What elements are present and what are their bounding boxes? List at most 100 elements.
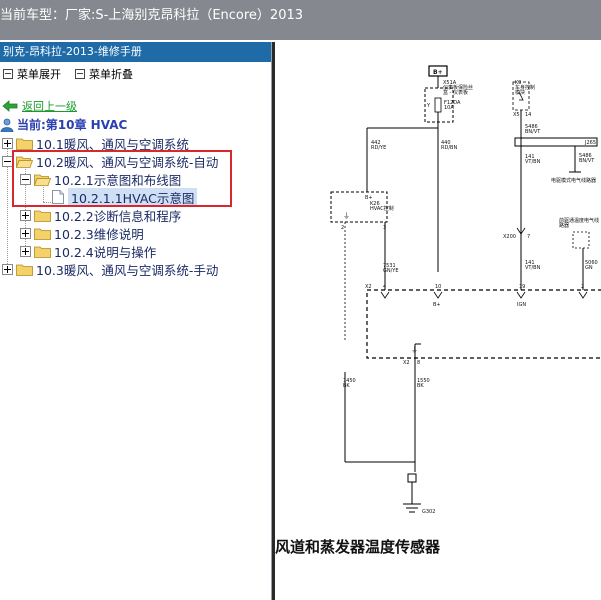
diagram-label: BN/VT	[579, 158, 595, 164]
expand-toggle-icon[interactable]	[20, 245, 31, 257]
folder-icon	[34, 228, 51, 240]
tree-item-10-2[interactable]: 10.2暖风、通风与空调系统-自动	[2, 152, 218, 170]
diagram-label: RD/YE	[371, 145, 386, 151]
nav-toolbar: 菜单展开 菜单折叠	[0, 64, 271, 82]
diagram-label: BN/VT	[525, 129, 541, 135]
current-chapter-label: 当前:第10章 HVAC	[17, 118, 128, 132]
diagram-label: GN/YE	[383, 268, 399, 274]
diagram-label: 141	[525, 154, 535, 160]
folder-icon	[16, 138, 33, 150]
fuse-box	[424, 87, 454, 123]
diagram-label: B+	[365, 195, 373, 201]
fuse-icon	[434, 97, 442, 113]
diagram-label: 路器	[559, 222, 569, 229]
diagram-label: 5486	[525, 124, 538, 130]
diagram-label: 14	[525, 112, 531, 118]
diagram-label: HVAC控制	[370, 205, 394, 212]
tree-item-10-2-4[interactable]: 10.2.4说明与操作	[20, 242, 156, 260]
diagram-label: X51A	[443, 80, 457, 86]
diagram-label: G302	[422, 509, 435, 515]
diagram-label: X200	[503, 234, 516, 240]
collapse-menu-button[interactable]: 菜单折叠	[75, 66, 133, 82]
folder-open-icon	[16, 156, 33, 168]
diagram-label: X2	[403, 360, 410, 366]
wiring-diagram: B+ X51A 仪表板保险丝 盒 - 仪表板 F12DA 10A Y 440 R…	[330, 65, 601, 515]
diagram-label: 模块	[515, 89, 525, 96]
diagram-label: GN	[585, 265, 593, 271]
tree-item-label: 10.2.1示意图和布线图	[54, 172, 182, 188]
tree-item-label: 10.2.2诊断信息和程序	[54, 208, 182, 224]
diagram-label: RD/BN	[441, 145, 457, 151]
diagram-label: 电驱模式电气线路器	[551, 177, 596, 184]
diagram-label: VT/BN	[525, 159, 541, 165]
diagram-label: 1450	[343, 378, 356, 384]
diagram-label: 盒 - 仪表板	[443, 89, 468, 96]
module-box	[366, 289, 601, 359]
diagram-label: 7531	[383, 263, 396, 269]
tree-item-label: 10.3暖风、通风与空调系统-手动	[36, 262, 219, 278]
manual-header-label: 别克-昂科拉-2013-维修手册	[3, 45, 142, 58]
folder-icon	[16, 264, 33, 276]
back-link-label: 返回上一级	[22, 100, 77, 113]
diagram-label: 141	[525, 260, 535, 266]
diagram-label: 19	[519, 284, 525, 290]
diagram-label: K9	[515, 80, 521, 86]
diagram-label: 442	[371, 140, 381, 146]
diagram-pane: B+ X51A 仪表板保险丝 盒 - 仪表板 F12DA 10A Y 440 R…	[275, 42, 601, 600]
diagram-caption: 风道和蒸发器温度传感器	[275, 538, 441, 556]
window-title: 当前车型：厂家:S-上海别克昂科拉（Encore）2013	[0, 8, 304, 23]
diagram-label: 10A	[444, 105, 454, 111]
title-bar: 当前车型：厂家:S-上海别克昂科拉（Encore）2013	[0, 0, 601, 40]
diagram-label: 前驱通温度电气线	[559, 217, 599, 224]
diagram-label: BK	[417, 383, 424, 389]
diagram-label: 5486	[579, 153, 592, 159]
diagram-label: B+	[433, 69, 443, 76]
diagram-label: 车身控制	[515, 84, 535, 91]
document-icon	[52, 190, 64, 204]
back-arrow-icon	[2, 100, 18, 112]
expand-toggle-icon[interactable]	[2, 263, 13, 275]
folder-open-icon	[34, 174, 51, 186]
tree-item-10-3[interactable]: 10.3暖风、通风与空调系统-手动	[2, 260, 218, 278]
diagram-label: 2	[581, 284, 584, 290]
switch-icon	[518, 91, 524, 101]
tree-item-10-2-2[interactable]: 10.2.2诊断信息和程序	[20, 206, 181, 224]
back-link[interactable]: 返回上一级	[2, 98, 77, 114]
evaporator-sensor-box	[572, 231, 590, 249]
diagram-label: 8	[417, 360, 420, 366]
collapse-toggle-icon[interactable]	[2, 155, 13, 167]
collapse-icon	[75, 69, 85, 79]
tree-item-10-2-1[interactable]: 10.2.1示意图和布线图	[20, 170, 181, 188]
collapse-menu-label: 菜单折叠	[89, 68, 133, 81]
expand-menu-label: 菜单展开	[17, 68, 61, 81]
person-icon	[0, 118, 14, 132]
folder-icon	[34, 246, 51, 258]
tree-item-label: 10.1暖风、通风与空调系统	[36, 136, 189, 152]
tree-item-10-2-3[interactable]: 10.2.3维修说明	[20, 224, 144, 242]
diagram-label: 1550	[417, 378, 430, 384]
hvac-control-module-box	[330, 191, 388, 223]
tree-item-label: 10.2暖风、通风与空调系统-自动	[36, 154, 219, 170]
diagram-label: 仪表板保险丝	[443, 84, 473, 91]
diagram-label: 7	[527, 234, 530, 240]
tree-item-label: 10.2.3维修说明	[54, 226, 144, 242]
diagram-label: 5060	[585, 260, 598, 266]
tree-item-10-1[interactable]: 10.1暖风、通风与空调系统	[2, 134, 189, 152]
manual-nav-pane: 别克-昂科拉-2013-维修手册 菜单展开 菜单折叠 返回上一级 当前:第10章…	[0, 42, 272, 600]
expand-toggle-icon[interactable]	[20, 209, 31, 221]
diagram-label: IGN	[517, 302, 526, 308]
diagram-label: VT/BN	[525, 265, 541, 271]
expand-toggle-icon[interactable]	[2, 137, 13, 149]
diagram-label: BK	[343, 383, 350, 389]
diagram-label: 2	[341, 225, 344, 231]
tree-item-10-2-1-1[interactable]: 10.2.1.1HVAC示意图	[52, 187, 198, 207]
tree-item-label-selected: 10.2.1.1HVAC示意图	[68, 187, 198, 207]
ground-terminal	[407, 473, 417, 483]
expand-menu-button[interactable]: 菜单展开	[3, 66, 61, 82]
connector-icon	[516, 227, 526, 235]
diagram-label: 4	[383, 284, 386, 290]
collapse-toggle-icon[interactable]	[20, 173, 31, 185]
pane-splitter[interactable]	[272, 42, 275, 600]
expand-toggle-icon[interactable]	[20, 227, 31, 239]
folder-icon	[34, 210, 51, 222]
